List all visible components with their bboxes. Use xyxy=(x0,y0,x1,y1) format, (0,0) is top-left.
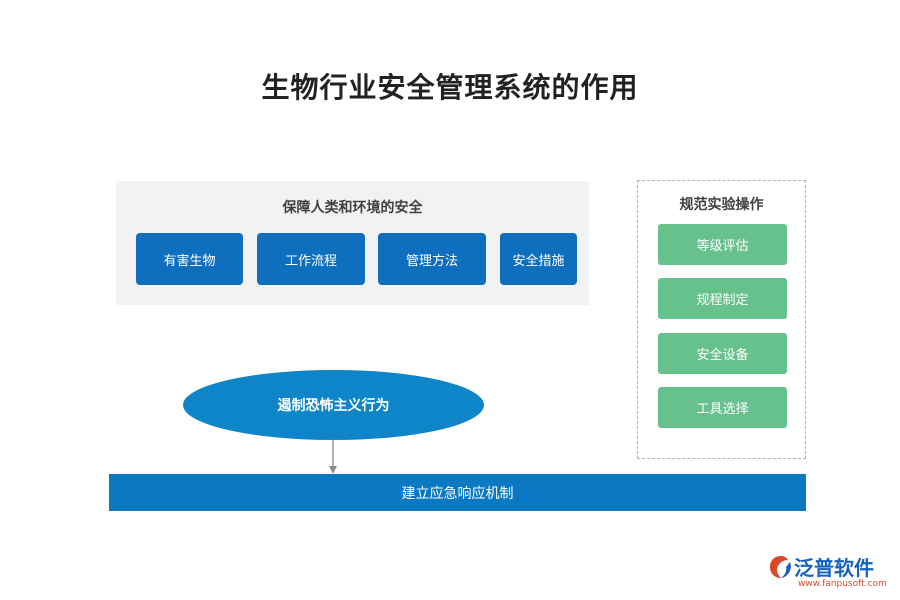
emergency-response-bar: 建立应急响应机制 xyxy=(109,474,806,511)
protection-group-title: 保障人类和环境的安全 xyxy=(282,200,423,216)
page-title: 生物行业安全管理系统的作用 xyxy=(261,71,639,104)
standard-item-procedure-formulation: 规程制定 xyxy=(658,278,787,319)
brand-logo: 泛普软件 www.fanpusoft.com xyxy=(768,552,892,592)
standard-item-safety-equipment: 安全设备 xyxy=(658,333,787,374)
standard-item-level-assessment: 等级评估 xyxy=(658,224,787,265)
protection-item-workflow: 工作流程 xyxy=(257,233,365,285)
logo-url: www.fanpusoft.com xyxy=(798,579,887,589)
fanpu-logo-icon xyxy=(770,556,791,578)
terrorism-containment-ellipse: 遏制恐怖主义行为 xyxy=(183,370,484,440)
standard-group-title: 规范实验操作 xyxy=(679,197,764,213)
down-arrow-icon xyxy=(329,439,337,474)
protection-group: 保障人类和环境的安全 有害生物 工作流程 管理方法 安全措施 xyxy=(116,181,589,305)
protection-item-safety-measures: 安全措施 xyxy=(500,233,577,285)
logo-name: 泛普软件 xyxy=(794,556,874,580)
standard-item-tool-selection: 工具选择 xyxy=(658,387,787,428)
protection-item-harmful-organisms: 有害生物 xyxy=(136,233,243,285)
standard-operations-group: 规范实验操作 等级评估 规程制定 安全设备 工具选择 xyxy=(637,180,806,459)
protection-item-management-method: 管理方法 xyxy=(378,233,486,285)
